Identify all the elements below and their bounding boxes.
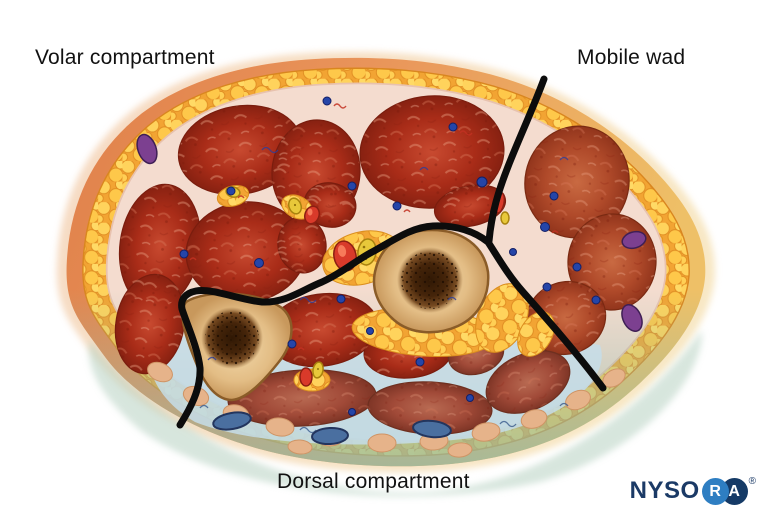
label-volar-compartment: Volar compartment xyxy=(35,46,215,69)
intramuscular-veins xyxy=(179,96,601,416)
capillary-squiggles xyxy=(189,103,559,351)
boundary-volar-mobilewad xyxy=(485,75,548,245)
label-mobile-wad: Mobile wad xyxy=(577,46,686,69)
venule-squiggles xyxy=(207,146,569,361)
ulna-bone xyxy=(181,292,293,402)
compartment-boundary-lines xyxy=(176,75,607,429)
label-dorsal-compartment: Dorsal compartment xyxy=(277,470,470,493)
nysora-circle-r: R xyxy=(701,477,729,505)
artery-highlights xyxy=(307,208,347,257)
boundary-volar-dorsal xyxy=(176,222,607,429)
radius-bone xyxy=(372,228,490,334)
nysora-wordmark: NYSO xyxy=(629,477,700,504)
nysora-logo: NYSO R A ® xyxy=(630,476,756,506)
registered-trademark-icon: ® xyxy=(748,476,756,487)
dorsal-veins xyxy=(212,411,452,446)
superficial-purple-veins xyxy=(136,133,647,332)
